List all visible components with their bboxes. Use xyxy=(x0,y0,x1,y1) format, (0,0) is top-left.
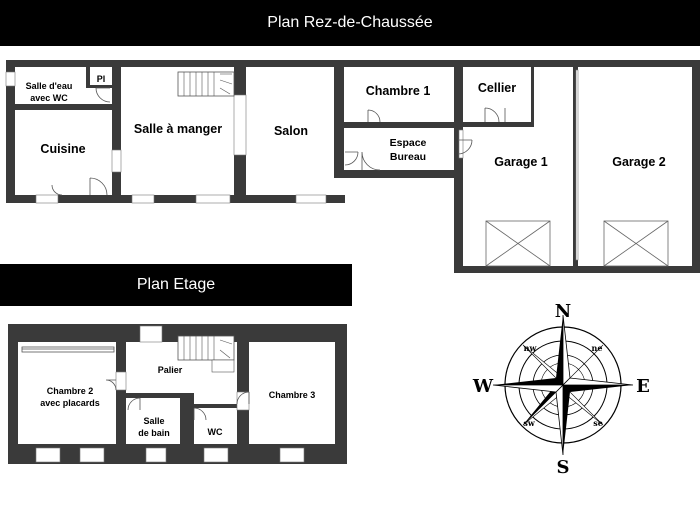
ground-floor-plan: Salle d'eau avec WC Pl Cuisine Salle à m… xyxy=(5,60,700,273)
room-espace-bureau-label: Espace xyxy=(390,137,427,149)
garage-doors xyxy=(485,220,669,267)
room-chambre-3-label: Chambre 3 xyxy=(269,390,316,400)
room-chambre-2-label-2: avec placards xyxy=(40,398,100,408)
compass-west-label: W xyxy=(472,376,494,397)
ground-floor-walls xyxy=(6,60,700,273)
ground-floor-stairs xyxy=(177,71,235,97)
upper-floor-header: Plan Etage xyxy=(0,264,352,306)
ground-floor-header: Plan Rez-de-Chaussée xyxy=(0,0,700,46)
compass-se-label: se xyxy=(593,418,603,428)
room-salle-deau-label: Salle d'eau xyxy=(26,81,73,91)
room-cellier-label: Cellier xyxy=(478,81,516,95)
room-chambre-2-label: Chambre 2 xyxy=(47,386,94,396)
room-placard-label: Pl xyxy=(97,74,106,84)
compass-south-label: S xyxy=(557,457,570,478)
room-espace-bureau-label-2: Bureau xyxy=(390,151,426,163)
room-salle-de-bain-label-2: de bain xyxy=(138,428,170,438)
compass-cardinal-points xyxy=(492,314,634,456)
room-salle-de-bain-label: Salle xyxy=(143,416,164,426)
compass-ne-label: ne xyxy=(592,343,603,353)
room-salle-a-manger-label: Salle à manger xyxy=(134,122,222,136)
compass-east-label: E xyxy=(636,376,650,397)
upper-floor-stairs xyxy=(177,335,235,373)
room-garage-2-label: Garage 2 xyxy=(612,155,666,169)
room-salle-deau-label-2: avec WC xyxy=(30,93,68,103)
compass-north-label: N xyxy=(555,301,571,322)
upper-floor-plan: Chambre 2 avec placards Palier Salle de … xyxy=(8,324,347,464)
room-palier-label: Palier xyxy=(158,365,183,375)
compass-rose: N S E W nw ne sw se xyxy=(472,301,650,478)
room-chambre-1-label: Chambre 1 xyxy=(366,84,431,98)
compass-sw-label: sw xyxy=(523,418,536,428)
room-salon-label: Salon xyxy=(274,124,308,138)
room-cuisine-label: Cuisine xyxy=(40,142,85,156)
upper-floor-openings xyxy=(35,325,305,463)
room-wc-label: WC xyxy=(208,427,223,437)
ground-floor-doors xyxy=(51,87,506,196)
ground-floor-openings xyxy=(5,69,579,261)
compass-nw-label: nw xyxy=(524,343,538,353)
room-garage-1-label: Garage 1 xyxy=(494,155,548,169)
upper-floor-details xyxy=(21,346,250,421)
